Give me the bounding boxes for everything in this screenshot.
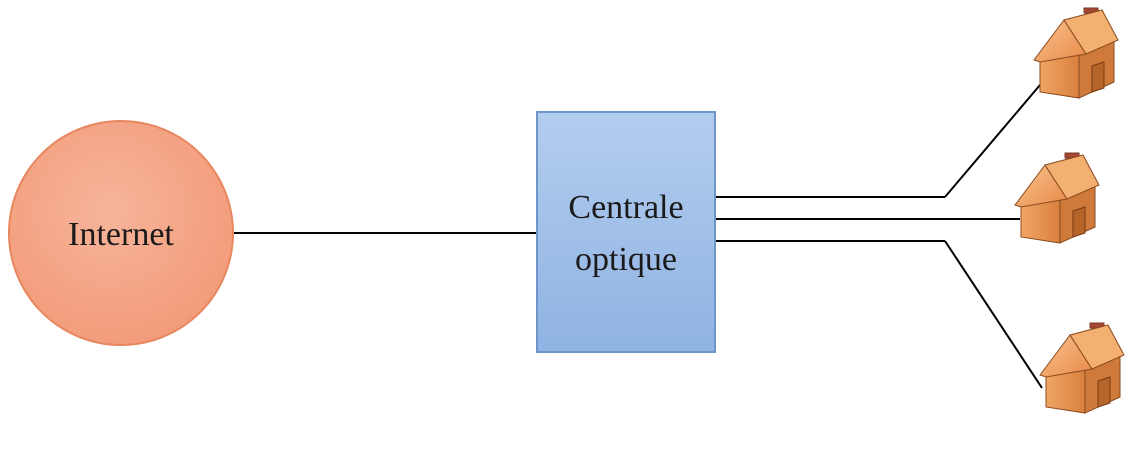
fiber-line-top-branch <box>944 84 1041 198</box>
central-label-line1: Centrale <box>568 189 683 226</box>
house-icon <box>1039 322 1125 414</box>
central-optique-node: Centrale optique <box>536 111 716 353</box>
fiber-line-bottom-branch <box>944 240 1043 389</box>
house-icon <box>1033 7 1119 99</box>
internet-label: Internet <box>68 216 174 253</box>
house-icon <box>1014 152 1100 244</box>
internet-node: Internet <box>8 120 234 346</box>
central-label-line2: optique <box>575 241 677 278</box>
